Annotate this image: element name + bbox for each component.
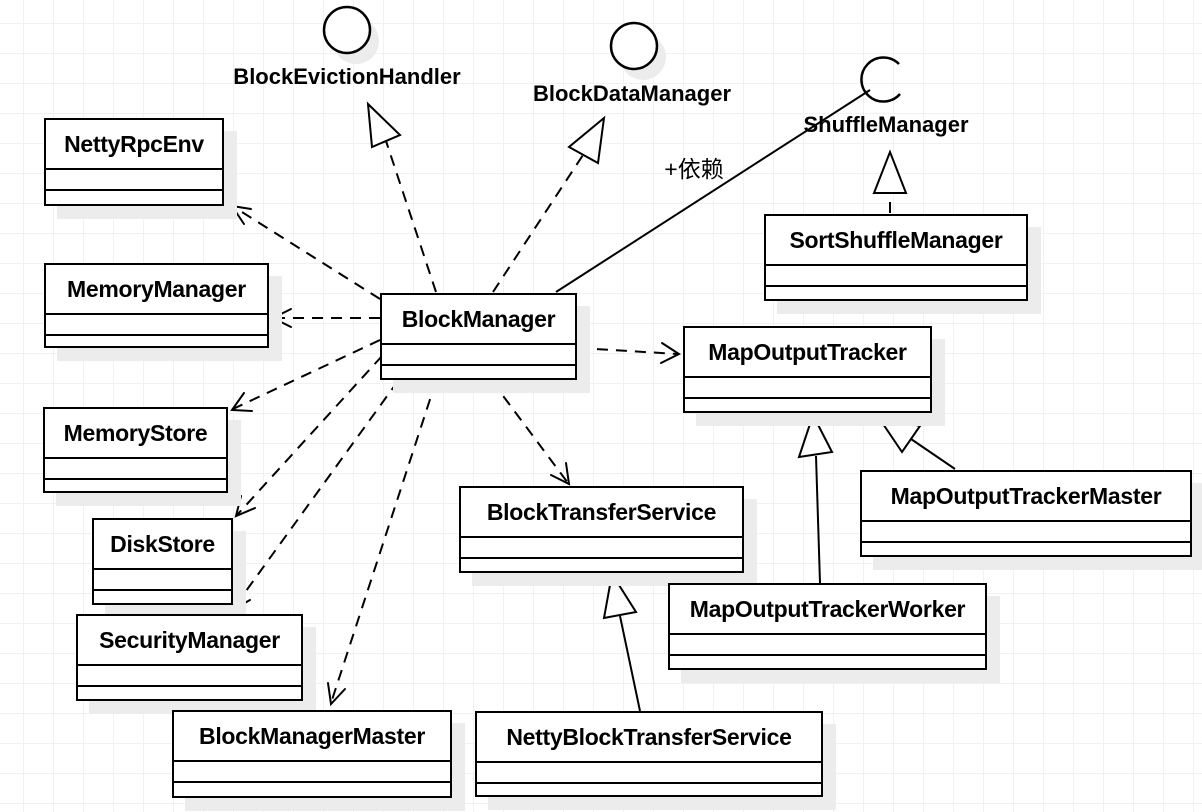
class-attributes-compartment bbox=[78, 664, 301, 685]
class-title: NettyRpcEnv bbox=[64, 130, 204, 157]
dependency-arrow-blockmanager-to-nettyrpcenv bbox=[229, 204, 381, 300]
class-attributes-compartment bbox=[382, 343, 575, 364]
class-attributes-compartment bbox=[477, 761, 821, 782]
class-methods-compartment bbox=[670, 654, 985, 668]
class-methods-compartment bbox=[78, 685, 301, 699]
class-title: NettyBlockTransferService bbox=[506, 723, 792, 750]
class-methods-compartment bbox=[46, 334, 267, 346]
class-attributes-compartment bbox=[45, 457, 226, 478]
interface-label-shufflemanager: ShuffleManager bbox=[803, 112, 969, 137]
class-title: MemoryManager bbox=[67, 275, 246, 302]
class-title: MapOutputTrackerWorker bbox=[689, 595, 966, 622]
interface-label-blockevictionhandler: BlockEvictionHandler bbox=[233, 64, 461, 89]
class-title: SortShuffleManager bbox=[789, 226, 1003, 253]
class-attributes-compartment bbox=[46, 168, 222, 189]
class-box-mapoutputtracker: MapOutputTracker bbox=[683, 326, 932, 413]
dependency-arrow-blockmanager-to-mapoutputtracker bbox=[577, 342, 682, 364]
class-box-mapoutputtrackerworker: MapOutputTrackerWorker bbox=[668, 583, 987, 670]
interface-label-blockdatamanager: BlockDataManager bbox=[532, 81, 732, 106]
class-box-nettyblocktransferservice: NettyBlockTransferService bbox=[475, 711, 823, 797]
dependency-arrow-blockmanager-to-memorystore bbox=[230, 339, 381, 412]
class-attributes-compartment bbox=[174, 760, 450, 781]
realization-arrow-sortshufflemanager-to-shufflemanager bbox=[872, 149, 908, 213]
class-methods-compartment bbox=[477, 782, 821, 795]
class-methods-compartment bbox=[685, 397, 930, 411]
class-box-memorymanager: MemoryManager bbox=[44, 263, 269, 348]
class-box-mapoutputtrackermaster: MapOutputTrackerMaster bbox=[860, 470, 1192, 557]
class-methods-compartment bbox=[382, 364, 575, 378]
required-interface-socket-shufflemanager bbox=[860, 56, 901, 103]
dependency-arrow-blockmanager-to-memorymanager bbox=[270, 308, 380, 328]
class-attributes-compartment bbox=[670, 633, 985, 654]
class-title: DiskStore bbox=[110, 530, 215, 557]
class-title: MapOutputTrackerMaster bbox=[890, 482, 1162, 509]
class-title: BlockTransferService bbox=[486, 498, 717, 525]
class-methods-compartment bbox=[174, 781, 450, 796]
class-methods-compartment bbox=[46, 189, 222, 204]
class-box-sortshufflemanager: SortShuffleManager bbox=[764, 214, 1028, 301]
class-box-diskstore: DiskStore bbox=[92, 518, 233, 605]
provided-interface-circle-blockevictionhandler bbox=[322, 5, 379, 64]
class-methods-compartment bbox=[94, 589, 231, 603]
class-box-memorystore: MemoryStore bbox=[43, 407, 228, 493]
class-attributes-compartment bbox=[461, 536, 742, 557]
class-box-blockmanager: BlockManager bbox=[380, 293, 577, 380]
provided-interface-circle-blockdatamanager bbox=[609, 21, 666, 80]
class-box-securitymanager: SecurityManager bbox=[76, 614, 303, 701]
class-methods-compartment bbox=[461, 557, 742, 571]
class-title: MemoryStore bbox=[63, 419, 208, 446]
generalization-arrow-mapoutputtrackerworker-to-mapoutputtracker bbox=[797, 412, 834, 584]
class-methods-compartment bbox=[766, 285, 1026, 299]
class-box-blockmanagermaster: BlockManagerMaster bbox=[172, 710, 452, 798]
class-attributes-compartment bbox=[766, 264, 1026, 285]
class-attributes-compartment bbox=[862, 520, 1190, 541]
class-attributes-compartment bbox=[46, 313, 267, 334]
generalization-arrow-mapoutputtrackermaster-to-mapoutputtracker bbox=[874, 413, 956, 470]
class-attributes-compartment bbox=[94, 568, 231, 589]
class-attributes-compartment bbox=[685, 376, 930, 397]
realization-arrow-blockmanager-to-blockdatamanager bbox=[492, 115, 606, 293]
dependency-arrow-blockmanager-to-blocktransferservice bbox=[491, 380, 571, 486]
class-methods-compartment bbox=[862, 541, 1190, 555]
dependency-arrow-blockmanager-to-blockmanagermaster bbox=[327, 380, 437, 707]
class-methods-compartment bbox=[45, 478, 226, 491]
class-title: MapOutputTracker bbox=[708, 338, 907, 365]
realization-arrow-blockmanager-to-blockevictionhandler bbox=[366, 101, 437, 293]
dependency-arrow-blockmanager-to-securitymanager bbox=[230, 380, 399, 612]
class-box-nettyrpcenv: NettyRpcEnv bbox=[44, 118, 224, 206]
generalization-arrow-nettyblocktransferservice-to-blocktransferservice bbox=[602, 571, 641, 712]
class-title: SecurityManager bbox=[99, 626, 280, 653]
class-title: BlockManagerMaster bbox=[199, 722, 425, 749]
association-line-blockmanager-to-shufflemanager bbox=[555, 89, 871, 293]
dependency-arrow-blockmanager-to-diskstore bbox=[234, 355, 383, 518]
class-box-blocktransferservice: BlockTransferService bbox=[459, 486, 744, 573]
association-edge-label: +依赖 bbox=[664, 156, 724, 182]
class-title: BlockManager bbox=[401, 305, 556, 332]
